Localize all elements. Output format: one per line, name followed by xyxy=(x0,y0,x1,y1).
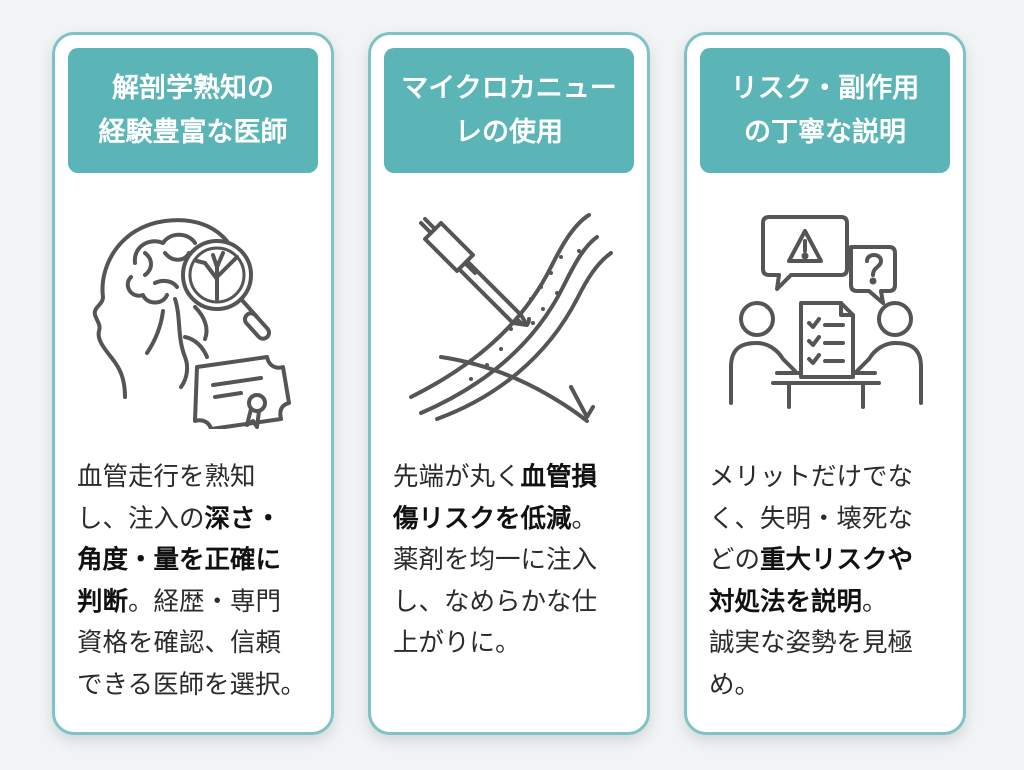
card-title: マイクロカニュー レの使用 xyxy=(401,72,617,148)
card-body: 先端が丸く血管損 傷リスクを低減。 薬剤を均一に注入 し、なめらかな仕 上がりに… xyxy=(393,457,637,665)
body-text-segment: 先端が丸く xyxy=(393,462,521,492)
card-body: 血管走行を熟知 し、注入の深さ・ 角度・量を正確に 判断。経歴・専門 資格を確認… xyxy=(77,457,321,706)
card-microcannula: マイクロカニュー レの使用 先 xyxy=(368,32,650,735)
card-header: リスク・副作用 の丁寧な説明 xyxy=(700,48,950,173)
card-risk-explanation: リスク・副作用 の丁寧な説明 メリッ xyxy=(684,32,966,735)
body-text-segment: 。経歴・専門 資格を確認、信頼 できる医師を選択。 xyxy=(77,586,306,700)
brain-magnifier-certificate-icon xyxy=(85,207,301,431)
body-emphasis: 血管損 傷リスクを低減 xyxy=(393,462,598,534)
body-emphasis: 重大リスクや 対処法を説明 xyxy=(709,545,914,617)
body-text-segment: メリットだけでな く、失明・壊死な どの xyxy=(709,462,914,575)
body-text-segment: 。 薬剤を均一に注入 し、なめらかな仕 上がりに。 xyxy=(393,503,598,659)
cannula-skin-icon xyxy=(401,207,617,429)
body-emphasis: 深さ・ 角度・量を正確に 判断 xyxy=(77,503,282,617)
consultation-warning-icon xyxy=(717,207,933,429)
card-header: 解剖学熟知の 経験豊富な医師 xyxy=(68,48,318,173)
card-header: マイクロカニュー レの使用 xyxy=(384,48,634,173)
card-title: リスク・副作用 の丁寧な説明 xyxy=(730,72,920,148)
card-body: メリットだけでな く、失明・壊死な どの重大リスクや 対処法を説明。 誠実な姿勢… xyxy=(709,457,953,706)
body-text-segment: 。 誠実な姿勢を見極 め。 xyxy=(709,586,914,700)
card-title: 解剖学熟知の 経験豊富な医師 xyxy=(98,72,288,148)
card-experienced-doctor: 解剖学熟知の 経験豊富な医師 xyxy=(52,32,334,735)
body-text-segment: 血管走行を熟知 し、注入の xyxy=(77,462,256,534)
